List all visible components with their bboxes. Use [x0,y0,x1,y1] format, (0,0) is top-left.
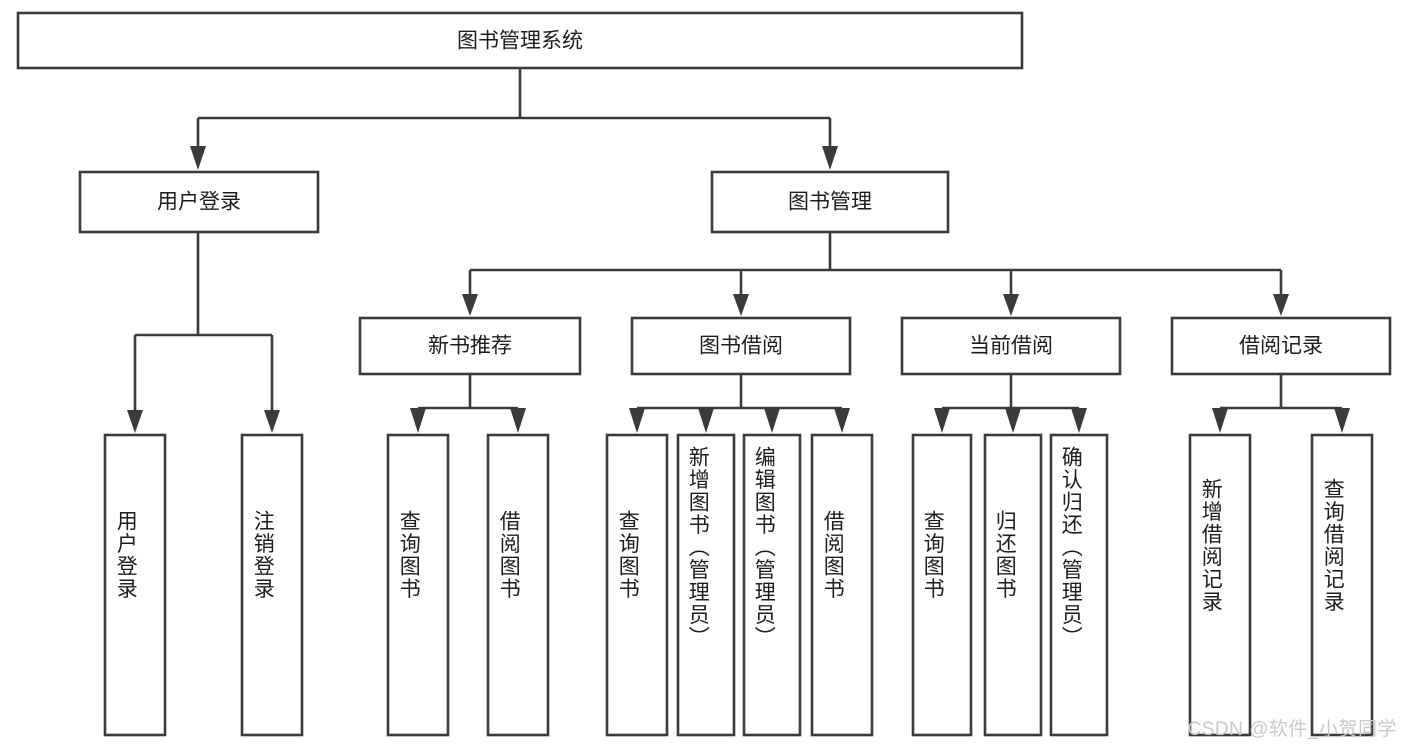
arrow-head-icon [1212,408,1228,433]
arrow-head-icon [1334,408,1350,433]
node-label-book-borrow: 图书借阅 [699,335,783,358]
arrow-head-icon [822,146,838,170]
node-box-leaf-query-borrow-record[interactable] [1310,433,1374,737]
arrow-head-icon [934,408,950,433]
node-box-root[interactable] [16,11,1024,70]
node-box-leaf-query-book-recommend[interactable] [386,433,450,737]
node-new-book-recommend[interactable]: 新书推荐 [358,316,582,376]
node-box-leaf-logout[interactable] [240,433,304,737]
node-box-leaf-edit-book[interactable] [742,433,802,737]
arrow-head-icon [1273,294,1289,316]
node-label-user-login: 用户登录 [157,191,241,214]
connector-group-borrow-record-to-leaves [1212,374,1350,433]
connector-group-book-management-to-level3 [462,232,1289,316]
node-label-current-borrow: 当前借阅 [969,335,1053,358]
arrow-head-icon [1003,294,1019,316]
node-box-current-borrow[interactable] [900,316,1122,376]
arrow-head-icon [764,408,780,433]
node-book-borrow[interactable]: 图书借阅 [630,316,852,376]
node-box-leaf-user-login[interactable] [103,433,167,737]
arrow-head-icon [127,410,143,433]
connector-group-current-borrow-to-leaves [934,374,1087,433]
watermark-text: CSDN @软件_小贺同学 [1187,719,1397,740]
node-box-leaf-borrow-book[interactable] [810,433,874,737]
connector-group-book-borrow-to-leaves [629,374,850,433]
arrow-head-icon [190,146,206,170]
arrow-head-icon [1071,408,1087,433]
node-user-login[interactable]: 用户登录 [78,170,320,234]
arrow-head-icon [733,294,749,316]
node-box-leaf-confirm-return[interactable] [1049,433,1109,737]
node-label-book-management: 图书管理 [788,191,872,214]
arrow-head-icon [1005,408,1021,433]
node-box-leaf-borrow-book-recommend[interactable] [486,433,550,737]
node-box-book-management[interactable] [710,170,950,234]
node-box-book-borrow[interactable] [630,316,852,376]
node-label-root: 图书管理系统 [457,30,583,53]
connector-group-root-to-level2 [190,68,838,170]
node-root[interactable]: 图书管理系统 [16,11,1024,70]
node-box-borrow-record[interactable] [1170,316,1392,376]
node-label-borrow-record: 借阅记录 [1239,335,1323,358]
node-box-leaf-add-borrow-record[interactable] [1188,433,1252,737]
node-box-leaf-add-book[interactable] [676,433,736,737]
node-box-new-book-recommend[interactable] [358,316,582,376]
node-current-borrow[interactable]: 当前借阅 [900,316,1122,376]
connector-group-user-login-to-leaves [127,232,280,433]
arrow-head-icon [410,408,426,433]
connector-group-new-book-recommend-to-leaves [410,374,526,433]
node-box-user-login[interactable] [78,170,320,234]
arrow-head-icon [834,408,850,433]
node-book-management[interactable]: 图书管理 [710,170,950,234]
leaf-boxes-group [103,433,1374,737]
arrow-head-icon [510,408,526,433]
node-box-leaf-query-book-borrow[interactable] [605,433,669,737]
arrow-head-icon [462,294,478,316]
node-box-leaf-query-book-current[interactable] [911,433,973,737]
arrow-head-icon [264,410,280,433]
node-box-leaf-return-book[interactable] [983,433,1043,737]
node-label-new-book-recommend: 新书推荐 [428,335,512,358]
arrow-head-icon [629,408,645,433]
node-borrow-record[interactable]: 借阅记录 [1170,316,1392,376]
arrow-head-icon [698,408,714,433]
